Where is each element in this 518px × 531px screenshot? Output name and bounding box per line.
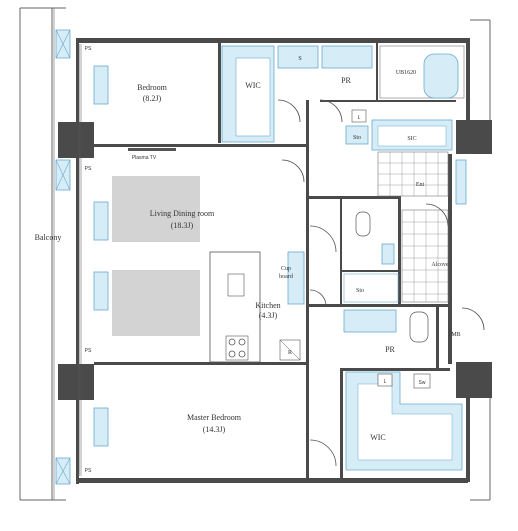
ub-label: UB1620 (396, 70, 416, 76)
kitchen-size: (4.3J) (259, 311, 278, 320)
sink-counter-top (277, 45, 319, 69)
sto-mid-label: Sto (356, 288, 364, 294)
cupboard-label-2: board (279, 274, 293, 280)
ent-label: Ent (416, 182, 425, 188)
vanity-top (321, 45, 373, 69)
wic-bottom-label: WIC (370, 433, 386, 442)
r-label: R (288, 350, 292, 356)
ps-label-3: PS (85, 348, 92, 354)
sw-label: Sw (419, 380, 426, 386)
ps-label-2: PS (85, 166, 92, 172)
alcove-label: Alcove (431, 262, 449, 268)
door-swings (277, 99, 485, 467)
facade-windows (78, 44, 109, 476)
kitchen-label: Kitchen (255, 301, 280, 310)
plasma-tv-label: Plasma TV (132, 155, 157, 161)
plasma-tv (128, 148, 176, 151)
master-label: Master Bedroom (187, 413, 242, 422)
storage-top-shelf (345, 125, 369, 145)
living-size: (18.3J) (171, 221, 194, 230)
kitchen-sink (227, 273, 245, 297)
sto-top-label: Sto (353, 135, 361, 141)
cupboard-shelf (287, 251, 305, 305)
s-label: S (298, 56, 301, 62)
balcony-rail (19, 7, 66, 501)
toilet-bottom (409, 311, 429, 343)
wic-top-label: WIC (245, 81, 261, 90)
l-top-label: L (358, 115, 361, 121)
balcony-glass-panels (55, 29, 71, 485)
cupboard-label-1: Cup (281, 266, 291, 272)
alcove-tiles (401, 209, 449, 303)
pr-bottom-label: PR (385, 345, 395, 354)
pr-top-label: PR (341, 76, 351, 85)
ps-label-4: PS (85, 468, 92, 474)
bedroom-size: (8.2J) (143, 94, 162, 103)
cooktop (225, 335, 249, 361)
sofa-area (112, 176, 200, 242)
bathtub (423, 53, 459, 99)
outer-walls (58, 19, 492, 501)
mb-label: MB (451, 332, 460, 338)
master-size: (14.3J) (203, 425, 226, 434)
dining-table-area (112, 270, 200, 336)
ps-label-1: PS (85, 46, 92, 52)
living-label: Living Dining room (150, 209, 215, 218)
interior-walls (94, 43, 456, 480)
l-bottom-label: L (384, 379, 387, 385)
entrance-tiles (377, 151, 449, 197)
toilet-top (355, 211, 371, 237)
vanity-bottom (343, 309, 397, 333)
shoe-cabinet (455, 159, 467, 205)
bedroom-label: Bedroom (137, 83, 168, 92)
balcony-label: Balcony (35, 233, 62, 242)
sic-label: SIC (407, 136, 416, 142)
wic-bottom-shelving (345, 371, 463, 471)
